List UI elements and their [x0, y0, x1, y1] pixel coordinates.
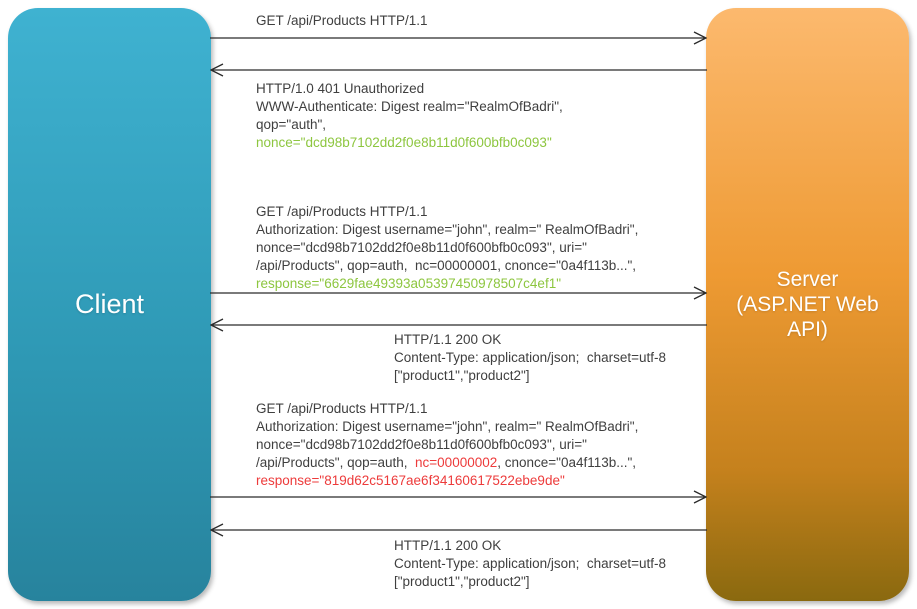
message-line: /api/Products", qop=auth, nc=00000001, c…	[256, 258, 637, 273]
message-line: /api/Products", qop=auth, nc=00000002, c…	[256, 455, 637, 470]
arrow-401-unauthorized	[210, 63, 707, 77]
message-line: HTTP/1.0 401 Unauthorized	[256, 81, 425, 96]
server-label-line-2: (ASP.NET Web	[736, 293, 879, 316]
message-line: ["product1","product2"]	[394, 368, 530, 383]
server-label-line-1: Server	[776, 268, 839, 291]
server-label: Server (ASP.NET Web API)	[736, 267, 878, 342]
message-line: GET /api/Products HTTP/1.1	[256, 401, 428, 416]
message-line: HTTP/1.1 200 OK	[394, 332, 502, 347]
message-line: response="819d62c5167ae6f34160617522ebe9…	[256, 473, 565, 488]
arrow-get-products-1	[210, 31, 707, 45]
message-line: GET /api/Products HTTP/1.1	[256, 13, 428, 28]
client-node: Client	[8, 8, 211, 601]
message-line: response="6629fae49393a05397450978507c4e…	[256, 276, 561, 291]
message-line: WWW-Authenticate: Digest realm="RealmOfB…	[256, 99, 563, 114]
message-line: Content-Type: application/json; charset=…	[394, 350, 667, 365]
message-line: GET /api/Products HTTP/1.1	[256, 204, 428, 219]
arrow-get-products-auth-1	[210, 286, 707, 300]
message-line: ["product1","product2"]	[394, 574, 530, 589]
server-label-line-3: API)	[787, 318, 828, 341]
message-200-ok-1: HTTP/1.1 200 OK Content-Type: application…	[394, 331, 666, 385]
message-200-ok-2: HTTP/1.1 200 OK Content-Type: application…	[394, 537, 666, 591]
message-line: Authorization: Digest username="john", r…	[256, 222, 639, 237]
message-line: Authorization: Digest username="john", r…	[256, 419, 639, 434]
message-get-products-1: GET /api/Products HTTP/1.1	[256, 12, 428, 30]
message-line: Content-Type: application/json; charset=…	[394, 556, 667, 571]
arrow-200-ok-1	[210, 318, 707, 332]
message-line: HTTP/1.1 200 OK	[394, 538, 502, 553]
client-label: Client	[74, 289, 145, 320]
message-line: nonce="dcd98b7102dd2f0e8b11d0f600bfb0c09…	[256, 135, 552, 150]
server-node: Server (ASP.NET Web API)	[706, 8, 909, 601]
arrow-200-ok-2	[210, 523, 707, 537]
message-line: qop="auth",	[256, 117, 327, 132]
arrow-get-products-auth-2	[210, 490, 707, 504]
message-line: nonce="dcd98b7102dd2f0e8b11d0f600bfb0c09…	[256, 240, 587, 255]
message-line: nonce="dcd98b7102dd2f0e8b11d0f600bfb0c09…	[256, 437, 587, 452]
